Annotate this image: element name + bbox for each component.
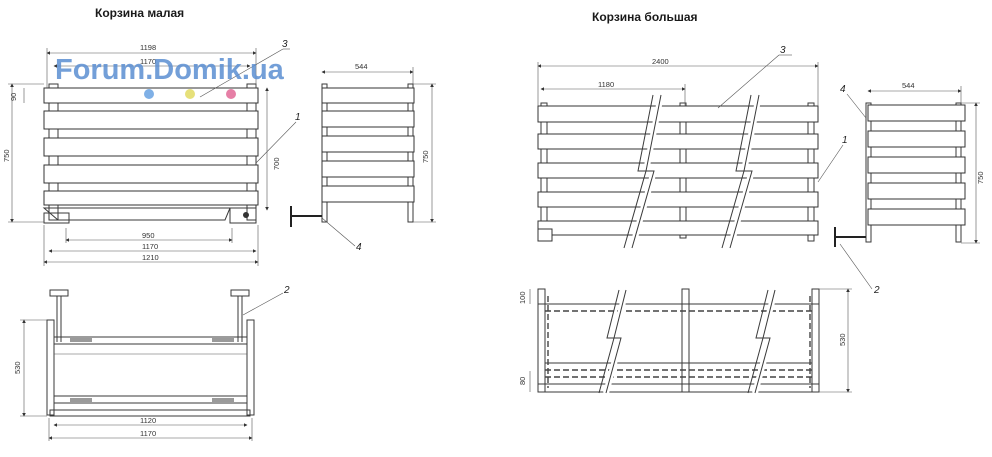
watermark: Forum.Domik.ua <box>55 54 285 99</box>
dim-label: 2400 <box>652 57 669 66</box>
callout-4: 4 <box>356 242 362 253</box>
watermark-dot <box>144 89 154 99</box>
dim-label: 750 <box>421 150 430 163</box>
small-front-slat <box>43 137 259 157</box>
small-front-bolt <box>243 212 249 218</box>
dim-label: 530 <box>838 333 847 346</box>
dim-label: 100 <box>518 291 527 304</box>
dim-label: 1180 <box>598 80 614 89</box>
small-front-tray <box>42 207 231 221</box>
dim-label: 1198 <box>140 43 156 52</box>
watermark-text: Forum.Domik.ua <box>55 54 285 86</box>
small-front-slat <box>43 190 259 206</box>
dim-label: 1170 <box>140 429 156 438</box>
callout-3: 3 <box>282 39 288 50</box>
callout-1: 1 <box>295 112 301 123</box>
dim-label: 750 <box>976 171 985 184</box>
title-small-basket: Корзина малая <box>95 6 184 20</box>
watermark-dot <box>226 89 236 99</box>
title-large-basket: Корзина большая <box>592 10 698 24</box>
dim-label: 1210 <box>142 253 159 262</box>
small-front-foot <box>229 207 257 224</box>
large-basket-side-view: 544 750 4 2 <box>834 81 985 296</box>
small-front-foot <box>43 212 70 224</box>
callout-4: 4 <box>840 84 846 95</box>
dim-label: 544 <box>902 81 915 90</box>
dim-label: 700 <box>272 157 281 170</box>
callout-2: 2 <box>873 285 880 296</box>
large-basket-plan-view: 100 80 530 <box>518 288 852 394</box>
dim-label: 80 <box>518 377 527 385</box>
small-basket-plan-view: 530 1120 1170 2 <box>13 285 290 441</box>
small-front-slat <box>43 164 259 184</box>
callout-1: 1 <box>842 135 848 146</box>
callout-3: 3 <box>780 45 786 56</box>
large-basket-front-view: 2400 1180 3 1 <box>537 45 848 249</box>
dim-label: 90 <box>9 93 18 101</box>
dim-label: 1120 <box>140 416 156 425</box>
watermark-dot <box>185 89 195 99</box>
dim-label: 750 <box>2 149 11 162</box>
small-basket-side-view: 544 750 4 <box>290 62 436 253</box>
small-front-slat <box>43 110 259 130</box>
dim-label: 1170 <box>140 57 156 66</box>
callout-2: 2 <box>283 285 290 296</box>
small-basket-front-view: 1198 1170 90 750 700 950 1170 1210 3 1 <box>2 39 301 266</box>
dim-label: 530 <box>13 361 22 374</box>
dim-label: 1170 <box>142 242 158 251</box>
dim-label: 950 <box>142 231 155 240</box>
dim-label: 544 <box>355 62 368 71</box>
